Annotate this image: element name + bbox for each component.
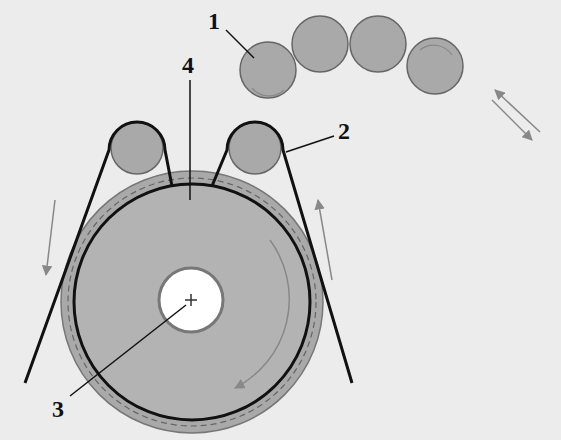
roller-arrow (252, 88, 284, 96)
direction-arrow (318, 200, 332, 280)
rotation-arrow (235, 240, 289, 388)
roller-arrow (420, 45, 452, 55)
callout-number: 1 (206, 8, 222, 34)
leader-line (286, 136, 334, 152)
callout-number: 4 (180, 52, 196, 78)
belt (212, 122, 352, 383)
leader-line (226, 30, 254, 58)
pressure-roller (240, 42, 296, 98)
direction-arrow (46, 200, 55, 275)
leader-line (70, 305, 186, 396)
drum-band-dash (68, 178, 316, 426)
leader-line (189, 80, 191, 200)
axis-mark (185, 294, 197, 306)
hub (159, 268, 223, 332)
pressure-roller (407, 38, 463, 94)
pressure-roller (350, 16, 406, 72)
callout-number: 3 (50, 396, 66, 422)
callout-number: 2 (336, 118, 352, 144)
belt (25, 122, 172, 383)
drum (74, 184, 310, 420)
feed-arrow (492, 100, 532, 140)
pressure-roller (292, 16, 348, 72)
drum-band (61, 171, 323, 433)
